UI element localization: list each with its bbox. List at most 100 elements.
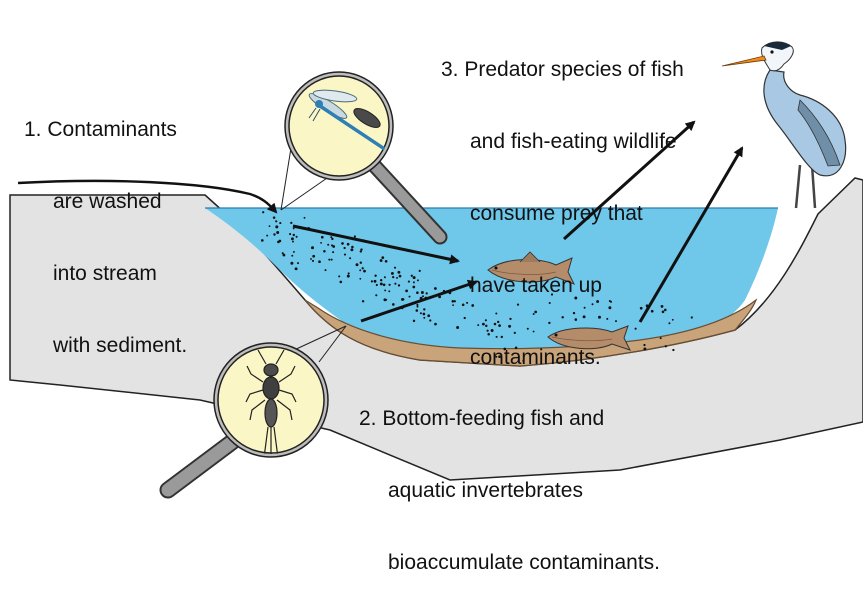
step-2-label: 2. Bottom-feeding fish and aquatic inver…	[359, 359, 660, 599]
step-1-text-2: are washed	[24, 190, 187, 214]
contaminant-particle	[266, 235, 268, 237]
contaminant-particle	[331, 259, 333, 261]
contaminant-particle	[341, 242, 344, 245]
contaminant-particle	[362, 267, 364, 269]
contaminant-particle	[275, 220, 277, 222]
step-3-text-3: consume prey that	[441, 202, 684, 226]
contaminant-particle	[397, 271, 400, 274]
contaminant-particle	[349, 257, 351, 259]
contaminant-particle	[401, 298, 404, 301]
contaminant-particle	[408, 281, 410, 283]
contaminant-particle	[383, 283, 386, 286]
contaminant-particle	[323, 250, 326, 253]
contaminant-particle	[290, 262, 293, 265]
contaminant-particle	[290, 222, 292, 224]
contaminant-particle	[261, 239, 264, 242]
step-2-text-2: aquatic invertebrates	[359, 479, 660, 503]
contaminant-particle	[434, 323, 437, 326]
contaminant-particle	[347, 243, 350, 246]
step-3-text-4: have taken up	[441, 274, 684, 298]
step-3-label: 3. Predator species of fish and fish-eat…	[441, 10, 684, 394]
contaminant-particle	[344, 254, 346, 256]
contaminant-particle	[282, 252, 284, 254]
contaminant-particle	[388, 290, 390, 292]
contaminant-particle	[292, 241, 294, 243]
contaminant-particle	[419, 270, 421, 272]
contaminant-particle	[291, 237, 294, 240]
contaminant-particle	[409, 296, 411, 298]
step-3-text-1: Predator species of fish	[464, 58, 683, 81]
step-1-text-4: with sediment.	[24, 334, 187, 358]
contaminant-particle	[328, 259, 330, 261]
contaminant-particle	[411, 275, 413, 277]
contaminant-particle	[429, 319, 431, 321]
contaminant-particle	[417, 279, 419, 281]
contaminant-particle	[318, 260, 321, 263]
contaminant-particle	[374, 275, 376, 277]
contaminant-particle	[279, 222, 281, 224]
contaminant-particle	[321, 236, 324, 239]
contaminant-particle	[416, 309, 419, 312]
contaminant-particle	[343, 247, 345, 249]
contaminant-particle	[348, 272, 350, 274]
contaminant-particle	[391, 272, 394, 275]
step-2-text-3: bioaccumulate contaminants.	[359, 551, 660, 575]
contaminant-particle	[420, 312, 422, 314]
contaminant-particle	[412, 286, 415, 289]
contaminant-particle	[422, 295, 424, 297]
step-3-line-1: 3. Predator species of fish	[441, 58, 684, 82]
contaminant-particle	[275, 225, 278, 228]
contaminant-particle	[273, 216, 276, 219]
contaminant-particle	[327, 244, 329, 246]
step-1-line-1: 1. Contaminants	[24, 118, 187, 142]
contaminant-particle	[262, 211, 264, 213]
contaminant-particle	[434, 287, 437, 290]
contaminant-particle	[396, 277, 398, 279]
step-2-number: 2.	[359, 407, 377, 430]
contaminant-particle	[413, 276, 416, 279]
contaminant-particle	[311, 246, 314, 249]
contaminant-particle	[304, 217, 306, 219]
contaminant-particle	[295, 267, 298, 270]
contaminant-particle	[394, 283, 396, 285]
contaminant-particle	[293, 228, 295, 230]
contaminant-particle	[359, 269, 361, 271]
contaminant-particle	[426, 292, 428, 294]
contaminant-particle	[279, 240, 282, 243]
contaminant-particle	[388, 284, 390, 286]
contaminant-particle	[312, 260, 314, 262]
contaminant-particle	[384, 289, 386, 291]
step-1-number: 1.	[24, 118, 42, 141]
contaminant-particle	[325, 269, 327, 271]
contaminant-particle	[351, 246, 354, 249]
contaminant-particle	[392, 276, 394, 278]
contaminant-particle	[273, 233, 275, 235]
contaminant-particle	[363, 270, 366, 273]
step-1-label: 1. Contaminants are washed into stream w…	[24, 70, 187, 382]
contaminant-particle	[338, 275, 340, 277]
contaminant-particle	[339, 281, 342, 284]
contaminant-particle	[380, 259, 383, 262]
contaminant-particle	[350, 248, 353, 251]
contaminant-particle	[392, 303, 395, 306]
contaminant-particle	[371, 280, 373, 282]
contaminant-particle	[380, 279, 382, 281]
contaminant-particle	[423, 317, 425, 319]
contaminant-particle	[374, 280, 377, 283]
contaminant-particle	[383, 298, 386, 301]
step-3-text-2: and fish-eating wildlife	[441, 130, 684, 154]
contaminant-particle	[413, 281, 415, 283]
contaminant-particle	[384, 276, 386, 278]
contaminant-particle	[356, 263, 359, 266]
contaminant-particle	[691, 316, 693, 318]
contaminant-particle	[359, 278, 361, 280]
step-2-text-1: Bottom-feeding fish and	[382, 407, 604, 430]
contaminant-particle	[360, 261, 362, 263]
contaminant-particle	[320, 242, 322, 244]
step-1-text-3: into stream	[24, 262, 187, 286]
contaminant-particle	[417, 306, 419, 308]
contaminant-particle	[413, 320, 415, 322]
step-3-text-5: contaminants.	[441, 346, 684, 370]
contaminant-particle	[362, 300, 364, 302]
contaminant-particle	[416, 291, 419, 294]
